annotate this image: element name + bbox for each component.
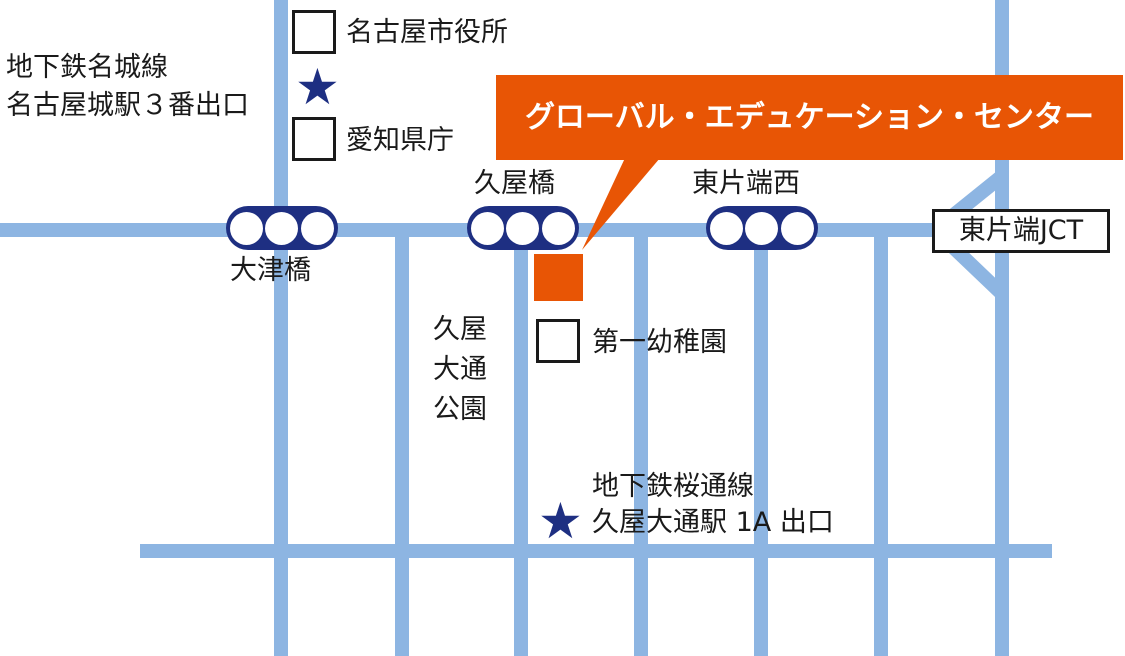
hisayabashi-label: 久屋橋 [474, 168, 555, 199]
higashikataha-nishi-interchange-icon [706, 206, 818, 250]
meijo-station-exit: 名古屋城駅３番出口 [6, 90, 249, 121]
kindergarten-label: 第一幼稚園 [592, 327, 727, 358]
park-label-part: 久屋 [433, 314, 487, 345]
city-hall-marker [292, 10, 336, 54]
higashikataha-jct-label: 東片端JCT [932, 209, 1110, 253]
venue-location-marker [534, 254, 583, 301]
hisaya-odori-park-label: 久屋 大通 公園 [433, 310, 487, 430]
higashikataha-nishi-label: 東片端西 [692, 168, 800, 199]
sakuradori-line-name: 地下鉄桜通線 [592, 471, 754, 502]
meijo-line-name: 地下鉄名城線 [6, 52, 168, 83]
sakuradori-station-label: 地下鉄桜通線 久屋大通駅 1A 出口 [592, 469, 834, 541]
park-label-part: 大通 [433, 354, 487, 385]
star-icon: ★ [295, 58, 340, 116]
pref-office-marker [292, 117, 336, 161]
meijo-station-label: 地下鉄名城線 名古屋城駅３番出口 [6, 49, 249, 125]
venue-callout: グローバル・エデュケーション・センター [496, 75, 1123, 160]
kindergarten-marker [536, 319, 580, 363]
city-hall-label: 名古屋市役所 [346, 17, 508, 48]
star-icon: ★ [538, 492, 583, 550]
callout-pointer [582, 158, 660, 250]
sakuradori-station-exit: 久屋大通駅 1A 出口 [592, 507, 834, 538]
park-label-part: 公園 [433, 394, 487, 425]
pref-office-label: 愛知県庁 [346, 125, 454, 156]
otsubashi-label: 大津橋 [230, 255, 311, 286]
hisayabashi-interchange-icon [467, 206, 579, 250]
otsubashi-interchange-icon [226, 206, 338, 250]
